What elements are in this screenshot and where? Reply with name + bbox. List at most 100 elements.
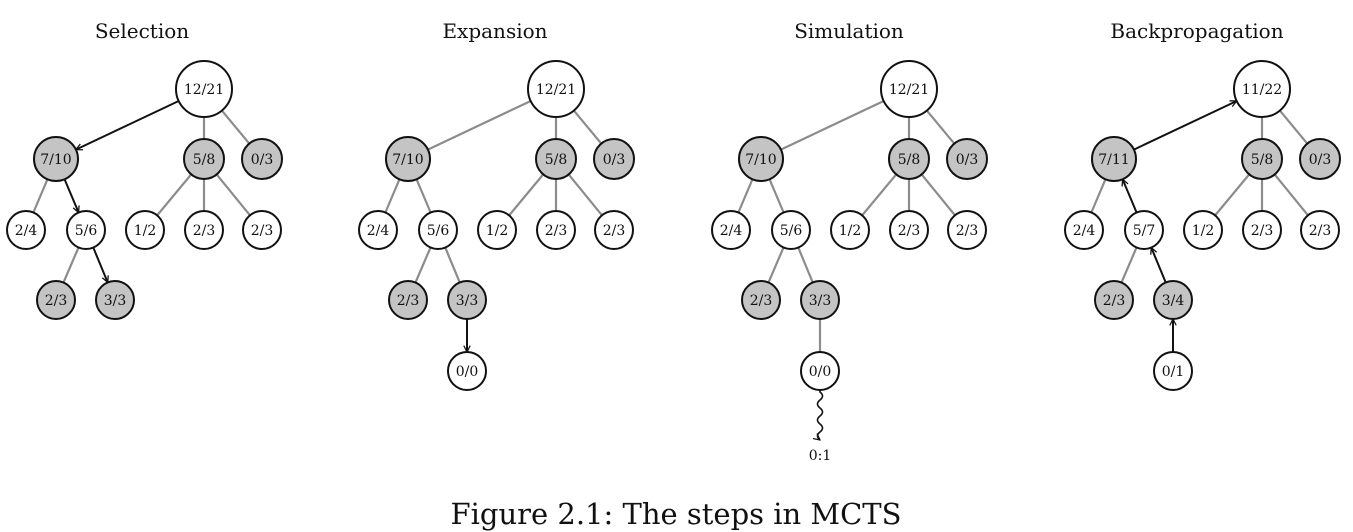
node-label: 5/8	[1251, 152, 1274, 168]
node-label: 7/10	[40, 152, 71, 168]
node-label: 2/4	[720, 223, 743, 239]
tree-node-root: 12/21	[175, 60, 233, 118]
node-label: 2/3	[45, 293, 68, 309]
tree-node-e: 0/0	[447, 351, 487, 391]
node-circle	[1091, 136, 1137, 182]
tree-node-a: 7/10	[385, 136, 431, 182]
node-circle	[1233, 60, 1291, 118]
node-circle	[738, 136, 784, 182]
edge-b2-d2	[797, 247, 814, 283]
node-circle	[889, 210, 929, 250]
edge-b2-d1	[62, 247, 80, 283]
edge-b-b1	[508, 173, 545, 217]
node-circle	[947, 210, 987, 250]
tree-node-d2: 3/3	[447, 280, 487, 320]
edge-root-c	[573, 109, 603, 145]
tree-node-b3: 2/3	[947, 210, 987, 250]
edge-root-c	[221, 109, 251, 145]
tree-node-a2: 5/6	[418, 210, 458, 250]
node-circle	[95, 280, 135, 320]
tree-node-d1: 2/3	[1094, 280, 1134, 320]
node-label: 0/3	[956, 152, 979, 168]
edge-root-a	[427, 99, 532, 151]
node-label: 5/6	[427, 223, 450, 239]
node-label: 5/6	[780, 223, 803, 239]
edge-b-b3	[1273, 173, 1309, 216]
edge-b-b3	[215, 173, 251, 216]
tree-node-d1: 2/3	[741, 280, 781, 320]
edge-a-b2	[63, 178, 79, 212]
edge-root-a	[76, 100, 180, 151]
node-circle	[1241, 138, 1283, 180]
tree-node-b1: 1/2	[1183, 210, 1223, 250]
node-label: 0/3	[603, 152, 626, 168]
node-label: 0/3	[1309, 152, 1332, 168]
node-label: 0/1	[1162, 364, 1185, 380]
tree-node-a: 7/10	[738, 136, 784, 182]
node-circle	[242, 210, 282, 250]
node-circle	[800, 280, 840, 320]
node-circle	[6, 210, 46, 250]
edge-b-b3	[567, 173, 603, 216]
node-circle	[66, 210, 106, 250]
node-circle	[800, 351, 840, 391]
node-circle	[1183, 210, 1223, 250]
tree-node-b1: 1/2	[125, 210, 165, 250]
edge-b-b1	[1214, 173, 1251, 217]
edge-a-b2	[768, 178, 785, 213]
tree-node-a1: 2/4	[1064, 210, 1104, 250]
tree-node-b1: 1/2	[830, 210, 870, 250]
node-label: 2/3	[956, 223, 979, 239]
tree-node-a2: 5/6	[771, 210, 811, 250]
node-circle	[358, 210, 398, 250]
node-label: 11/22	[1242, 82, 1282, 98]
node-label: 2/3	[545, 223, 568, 239]
node-circle	[183, 138, 225, 180]
node-circle	[1299, 138, 1341, 180]
node-label: 3/3	[104, 293, 127, 309]
tree-node-a1: 2/4	[6, 210, 46, 250]
node-label: 12/21	[889, 82, 929, 98]
node-circle	[594, 210, 634, 250]
panel-title: Backpropagation	[1110, 19, 1283, 43]
node-label: 7/10	[392, 152, 423, 168]
node-circle	[711, 210, 751, 250]
simulation-result: 0:1	[809, 448, 832, 464]
node-circle	[771, 210, 811, 250]
node-label: 12/21	[184, 82, 224, 98]
edge-a-b2	[1123, 179, 1138, 213]
tree-node-a: 7/10	[33, 136, 79, 182]
node-circle	[241, 138, 283, 180]
tree-node-c: 0/3	[593, 138, 635, 180]
edge-b2-d1	[414, 247, 432, 283]
edge-b-b1	[156, 173, 193, 217]
node-circle	[1153, 351, 1193, 391]
node-label: 2/4	[367, 223, 390, 239]
edge-root-a	[1133, 100, 1237, 151]
node-circle	[1064, 210, 1104, 250]
node-label: 2/3	[898, 223, 921, 239]
edge-a-b2	[415, 178, 432, 213]
tree-node-b1: 1/2	[477, 210, 517, 250]
node-label: 2/3	[251, 223, 274, 239]
node-label: 1/2	[839, 223, 862, 239]
node-label: 2/3	[193, 223, 216, 239]
node-label: 1/2	[486, 223, 509, 239]
tree-node-b3: 2/3	[242, 210, 282, 250]
node-label: 12/21	[536, 82, 576, 98]
node-circle	[946, 138, 988, 180]
tree-node-c: 0/3	[946, 138, 988, 180]
tree-node-root: 12/21	[527, 60, 585, 118]
node-circle	[184, 210, 224, 250]
node-label: 2/3	[1251, 223, 1274, 239]
edge-b2-d2	[1151, 248, 1167, 283]
tree-node-root: 12/21	[880, 60, 938, 118]
tree-node-b3: 2/3	[594, 210, 634, 250]
node-circle	[447, 351, 487, 391]
edge-root-c	[1279, 109, 1309, 145]
node-label: 1/2	[1192, 223, 1215, 239]
node-circle	[477, 210, 517, 250]
node-circle	[593, 138, 635, 180]
panel-title: Simulation	[794, 19, 904, 43]
